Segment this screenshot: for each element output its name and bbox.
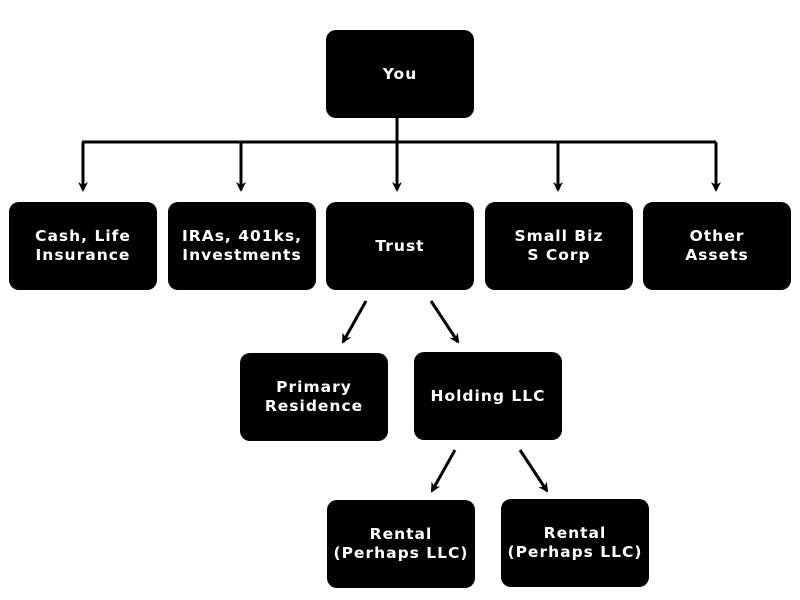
node-you: You	[326, 30, 474, 118]
node-rental-2: Rental (Perhaps LLC)	[501, 499, 649, 587]
node-primary-residence: Primary Residence	[240, 353, 388, 441]
node-cash-life-insurance: Cash, Life Insurance	[9, 202, 157, 290]
node-iras-401ks-investments: IRAs, 401ks, Investments	[168, 202, 316, 290]
node-trust: Trust	[326, 202, 474, 290]
edge-holding-llc-rental-2	[518, 449, 549, 493]
node-rental-1: Rental (Perhaps LLC)	[327, 500, 475, 588]
edge-trust-holding-llc	[429, 300, 460, 344]
node-other-assets: Other Assets	[643, 202, 791, 290]
edge-holding-llc-rental-1	[430, 449, 457, 493]
node-small-biz-s-corp: Small Biz S Corp	[485, 202, 633, 290]
edge-trust-primary-residence	[341, 300, 368, 344]
node-holding-llc: Holding LLC	[414, 352, 562, 440]
